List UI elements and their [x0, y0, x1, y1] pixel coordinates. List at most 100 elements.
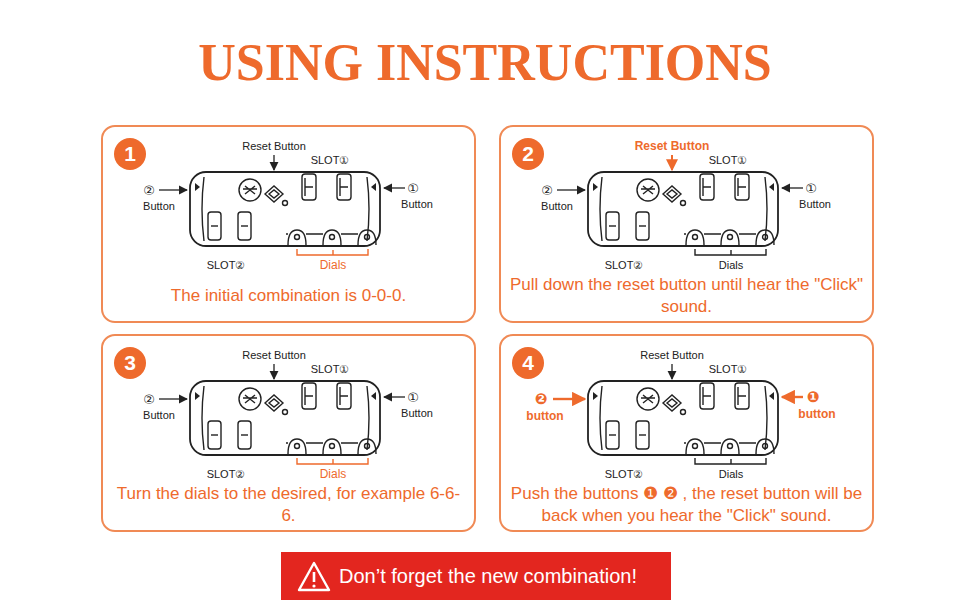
slot-latch	[211, 434, 218, 435]
reset-arrow	[671, 364, 672, 379]
warning-text: Don’t forget the new combination!	[339, 552, 637, 600]
slot-opening	[735, 383, 749, 409]
slot-latch	[305, 387, 313, 405]
slot-label: SLOT②	[207, 468, 246, 481]
step-panel: Push the buttons ❶ ❷ , the reset button …	[499, 334, 874, 532]
tsa-diamond	[265, 395, 283, 411]
dial-wheel	[358, 439, 376, 454]
button-label: button	[526, 410, 563, 423]
tsa-mark	[243, 395, 257, 403]
slot-latch	[241, 225, 248, 226]
slot-opening	[337, 174, 351, 200]
warning-dot	[312, 584, 315, 587]
slot-opening	[606, 421, 619, 449]
button-label: Button	[401, 198, 433, 211]
lock-figure	[553, 364, 803, 464]
lock-body	[588, 381, 778, 455]
page-title: USING INSTRUCTIONS	[0, 28, 970, 98]
slot-label: SLOT②	[605, 259, 644, 272]
button-number: ②	[541, 184, 553, 197]
slot-label: SLOT②	[605, 468, 644, 481]
slot-label: SLOT①	[311, 154, 350, 167]
reset-button-label: Reset Button	[640, 349, 704, 362]
lock-end-line	[600, 386, 602, 450]
slot-latch	[211, 225, 218, 226]
dial-wheel	[721, 439, 739, 454]
dials-label: Dials	[719, 468, 743, 481]
slot-opening	[238, 421, 251, 449]
step-caption: Push the buttons ❶ ❷ , the reset button …	[509, 483, 864, 527]
dial-wheel	[288, 439, 306, 454]
lock-end-line	[765, 386, 767, 450]
slot-latch	[639, 225, 646, 226]
dials-label: Dials	[719, 259, 743, 272]
step-caption: Turn the dials to the desired, for examp…	[111, 483, 466, 527]
button-triangle	[769, 392, 774, 400]
slot-opening	[337, 383, 351, 409]
dials-bracket	[695, 249, 766, 255]
button-arrow	[384, 396, 405, 397]
button-arrow	[782, 187, 803, 188]
dials-bracket	[297, 458, 368, 464]
lock-outline	[588, 381, 778, 455]
dial-hub	[693, 444, 698, 449]
step-number: 1	[114, 138, 146, 170]
tsa-keyhole	[637, 388, 659, 410]
warning-mark	[313, 572, 316, 582]
dial-hub	[728, 235, 733, 240]
slot-opening	[606, 212, 619, 240]
button-arrow	[557, 189, 585, 190]
caption-box: Pull down the reset button until hear th…	[501, 267, 872, 325]
slot-opening	[700, 383, 714, 409]
registered-mark	[283, 201, 288, 206]
slot-opening	[735, 174, 749, 200]
dial-wheel	[756, 230, 774, 245]
tsa-keyhole	[239, 179, 261, 201]
caption-box: Push the buttons ❶ ❷ , the reset button …	[501, 476, 872, 534]
step-number-text: 1	[124, 142, 136, 166]
button-number: ①	[407, 182, 419, 195]
button-number: ①	[407, 391, 419, 404]
warning-icon	[281, 552, 331, 600]
tsa-mark	[243, 186, 257, 194]
slot-opening	[700, 174, 714, 200]
slot-opening	[208, 212, 221, 240]
dial-hub	[295, 444, 300, 449]
step-number: 2	[512, 138, 544, 170]
slot-latch	[738, 178, 746, 196]
dial-hub	[763, 235, 768, 240]
button-triangle	[371, 392, 376, 400]
lock-outline	[190, 172, 380, 246]
lock-end-line	[367, 177, 369, 241]
lock-outline	[588, 172, 778, 246]
dial-hub	[295, 235, 300, 240]
button-label: Button	[799, 198, 831, 211]
button-label: Button	[143, 409, 175, 422]
tsa-diamond	[663, 186, 681, 202]
dial-wheel	[323, 230, 341, 245]
slot-label: SLOT①	[709, 363, 748, 376]
button-triangle	[195, 392, 200, 400]
button-number: ②	[143, 393, 155, 406]
dial-hub	[330, 235, 335, 240]
step-number-text: 2	[522, 142, 534, 166]
step-panel: Turn the dials to the desired, for examp…	[101, 334, 476, 532]
dial-wheel	[756, 439, 774, 454]
step-number-text: 3	[124, 351, 136, 375]
step-number: 3	[114, 347, 146, 379]
dial-wheel	[721, 230, 739, 245]
slot-latch	[609, 225, 616, 226]
step-panel: The initial combination is 0-0-0. 1	[101, 125, 476, 323]
button-arrow	[553, 398, 585, 400]
slot-latch	[609, 434, 616, 435]
slot-label: SLOT①	[311, 363, 350, 376]
caption-box: The initial combination is 0-0-0.	[103, 267, 474, 325]
slot-opening	[636, 421, 649, 449]
dial-wheel	[358, 230, 376, 245]
slot-opening	[238, 212, 251, 240]
slot-latch	[639, 434, 646, 435]
step-caption: Pull down the reset button until hear th…	[509, 274, 864, 318]
lock-end-line	[765, 177, 767, 241]
registered-mark	[681, 410, 686, 415]
button-label: Button	[541, 200, 573, 213]
